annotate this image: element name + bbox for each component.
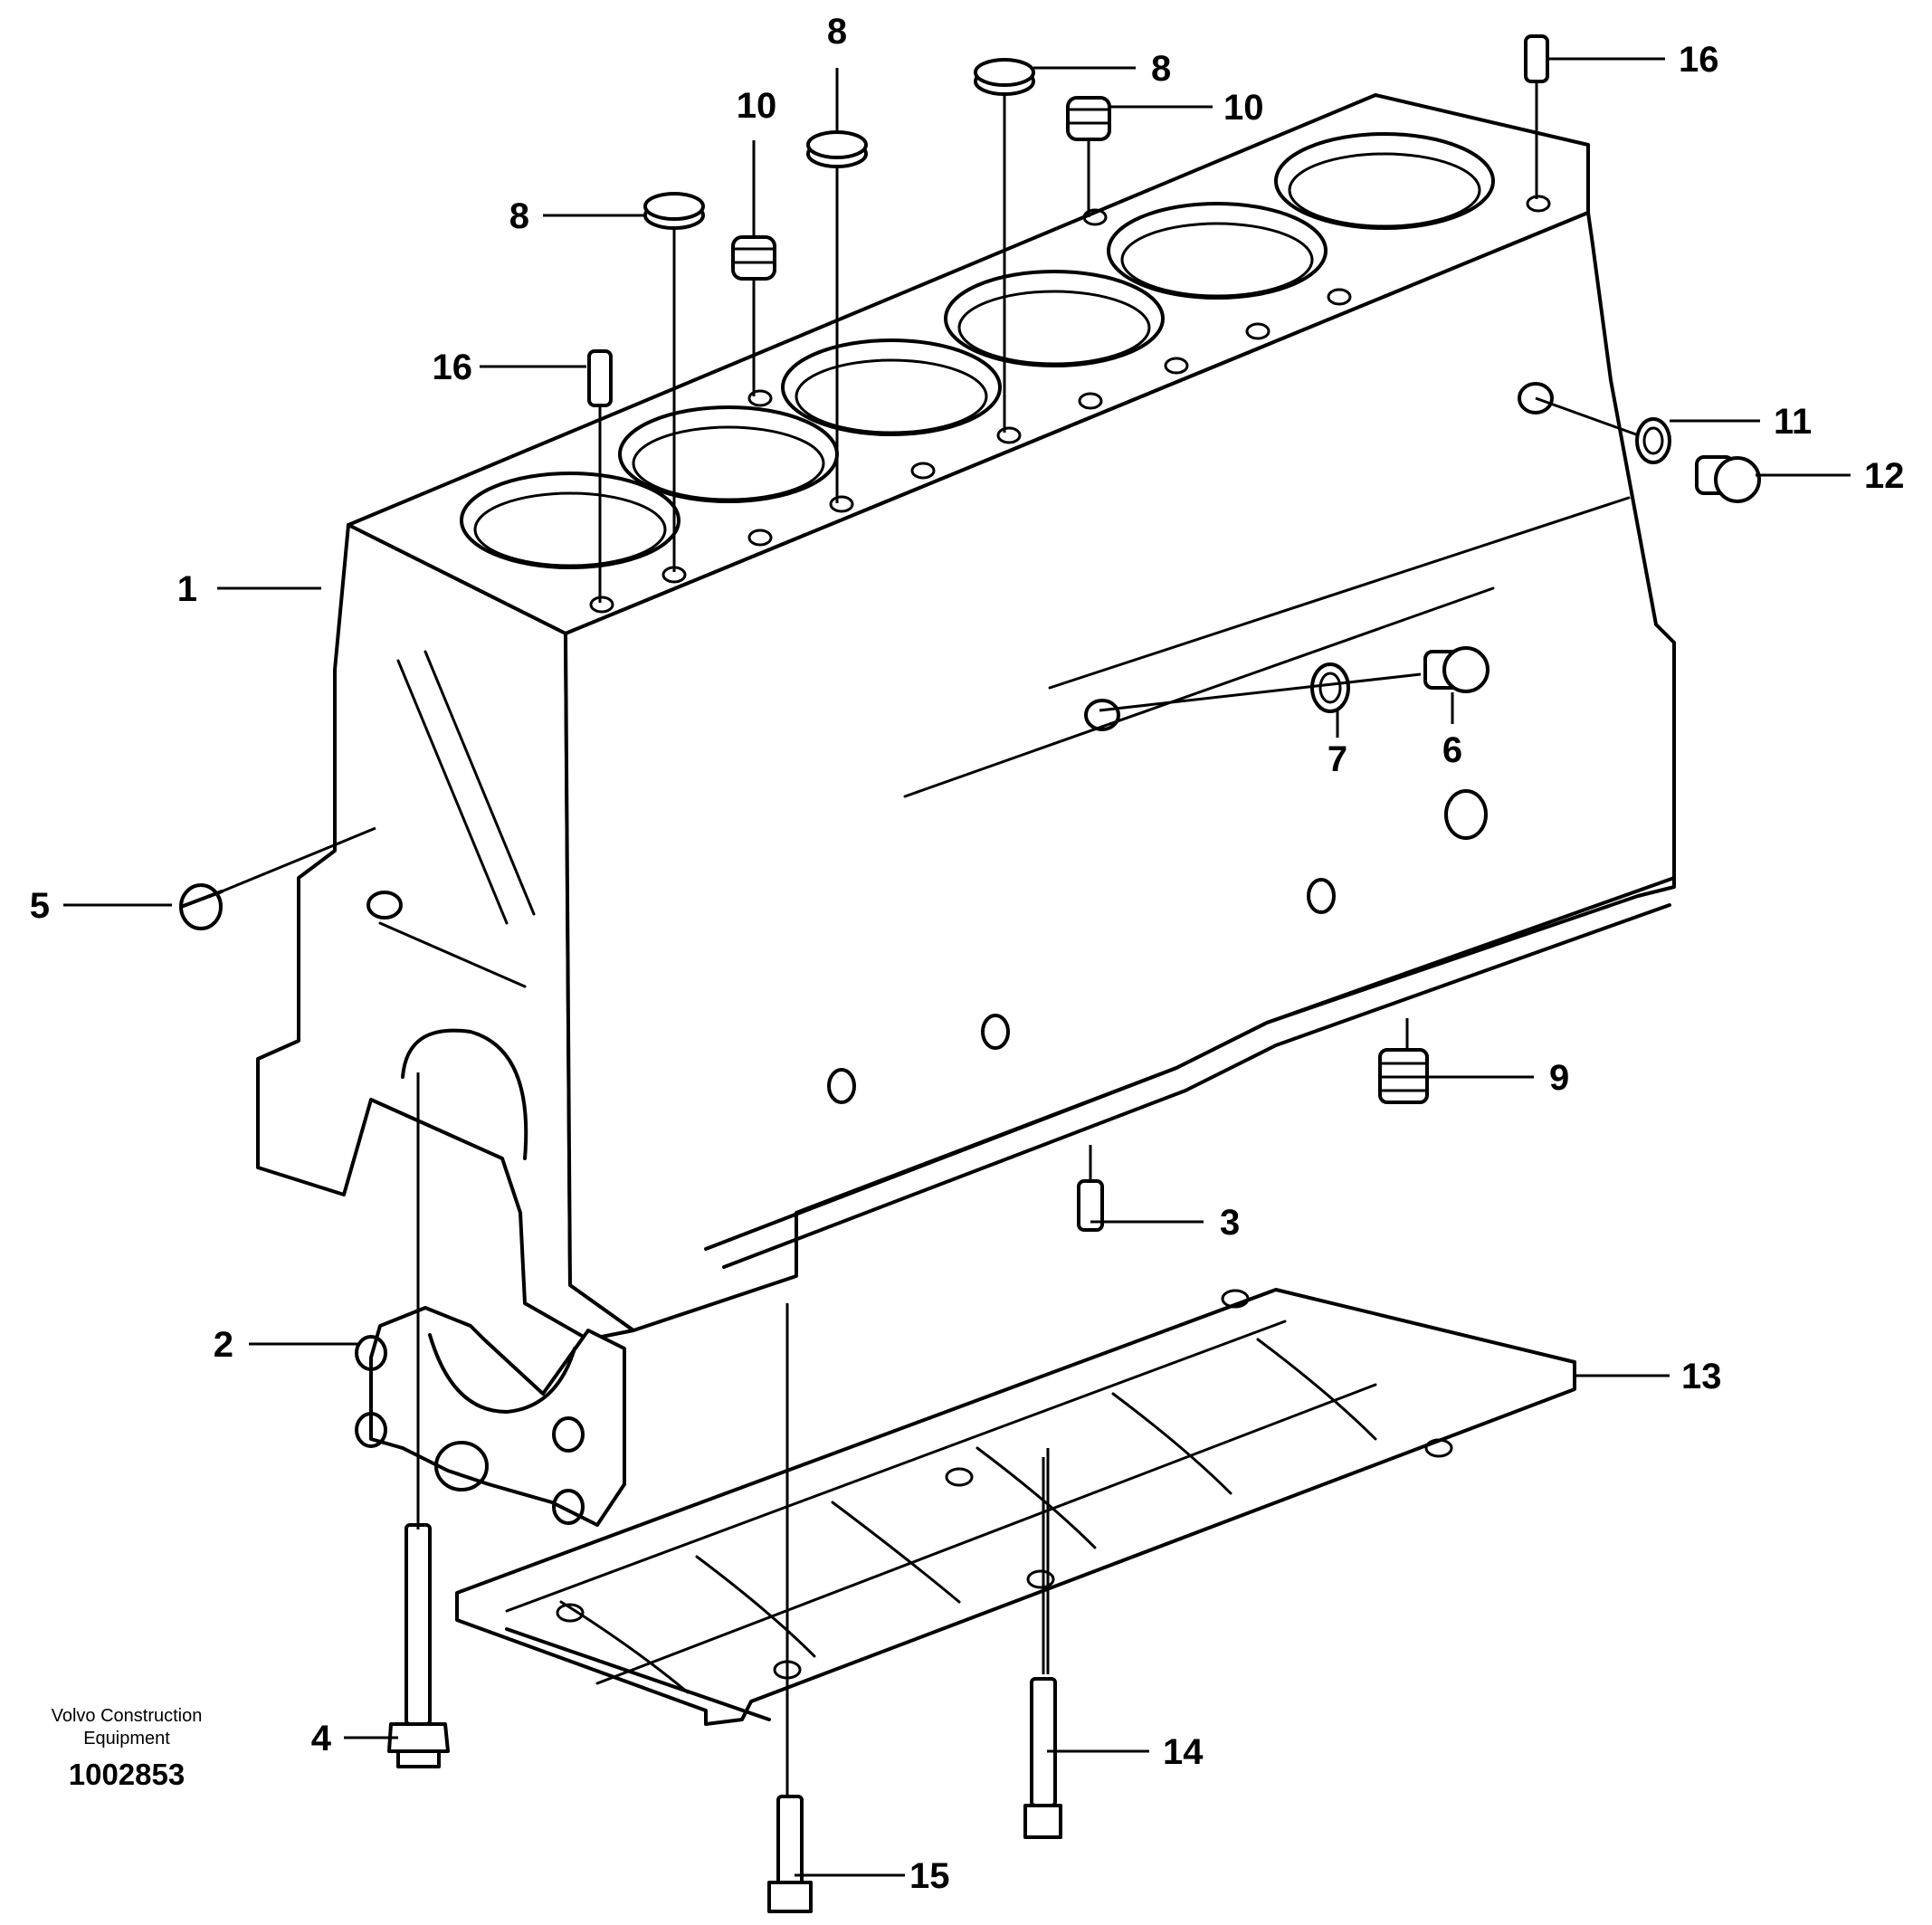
main-bearing-bolt <box>387 1523 450 1768</box>
seal-ring-8b <box>806 130 868 168</box>
plug-12 <box>1695 455 1761 503</box>
callout-5: 5 <box>30 886 50 926</box>
callout-14: 14 <box>1163 1732 1204 1772</box>
cylinder-bore-1 <box>460 472 680 569</box>
callout-10-right: 10 <box>1223 88 1264 128</box>
cylinder-bore-6 <box>1274 132 1495 230</box>
callout-15: 15 <box>909 1856 950 1896</box>
company-name-line-1: Volvo Construction <box>52 1706 203 1726</box>
bearing-beam-frame <box>455 1288 1576 1726</box>
callout-7: 7 <box>1328 739 1347 779</box>
dowel-pin-16a <box>587 349 613 407</box>
callout-11: 11 <box>1774 402 1812 442</box>
seal-ring-8c <box>974 58 1035 96</box>
seal-washer-7 <box>1310 662 1350 713</box>
callout-13: 13 <box>1681 1357 1722 1396</box>
sleeve-10a <box>731 235 776 281</box>
callout-6: 6 <box>1442 730 1462 770</box>
callout-8-middle: 8 <box>827 12 847 52</box>
drawing-footer: Volvo Construction Equipment 1002853 <box>52 1706 203 1791</box>
callout-8-left: 8 <box>509 196 529 236</box>
callout-16-left: 16 <box>433 348 473 387</box>
cylinder-bore-3 <box>781 338 1002 436</box>
company-name-line-2: Equipment <box>83 1729 170 1749</box>
seal-washer-11 <box>1635 417 1671 464</box>
plug-6 <box>1423 646 1489 693</box>
leader-lines <box>63 57 1851 1877</box>
beam-bolt-14 <box>1023 1677 1062 1839</box>
seal-ring-8a <box>643 192 705 230</box>
callout-1: 1 <box>177 569 197 609</box>
cylinder-block <box>256 93 1676 1341</box>
cylinder-bore-4 <box>944 270 1165 367</box>
cylinder-bore-5 <box>1107 202 1328 300</box>
cup-plug-5 <box>179 883 224 930</box>
callout-4: 4 <box>311 1719 332 1758</box>
callout-9: 9 <box>1549 1058 1569 1098</box>
beam-bolt-15 <box>767 1795 813 1913</box>
sleeve-10b <box>1066 96 1111 141</box>
callout-3: 3 <box>1220 1203 1240 1243</box>
drawing-number: 1002853 <box>69 1758 185 1791</box>
callout-16-right: 16 <box>1679 40 1719 80</box>
callout-12: 12 <box>1864 456 1905 496</box>
callout-10-left: 10 <box>737 86 777 126</box>
callout-2: 2 <box>214 1325 233 1365</box>
main-bearing-cap <box>355 1306 626 1527</box>
callout-8-right: 8 <box>1151 49 1171 89</box>
callout-labels: 1 2 3 4 5 6 7 8 8 8 9 10 10 11 12 13 14 … <box>30 12 1905 1896</box>
dowel-pin-16b <box>1524 34 1549 83</box>
